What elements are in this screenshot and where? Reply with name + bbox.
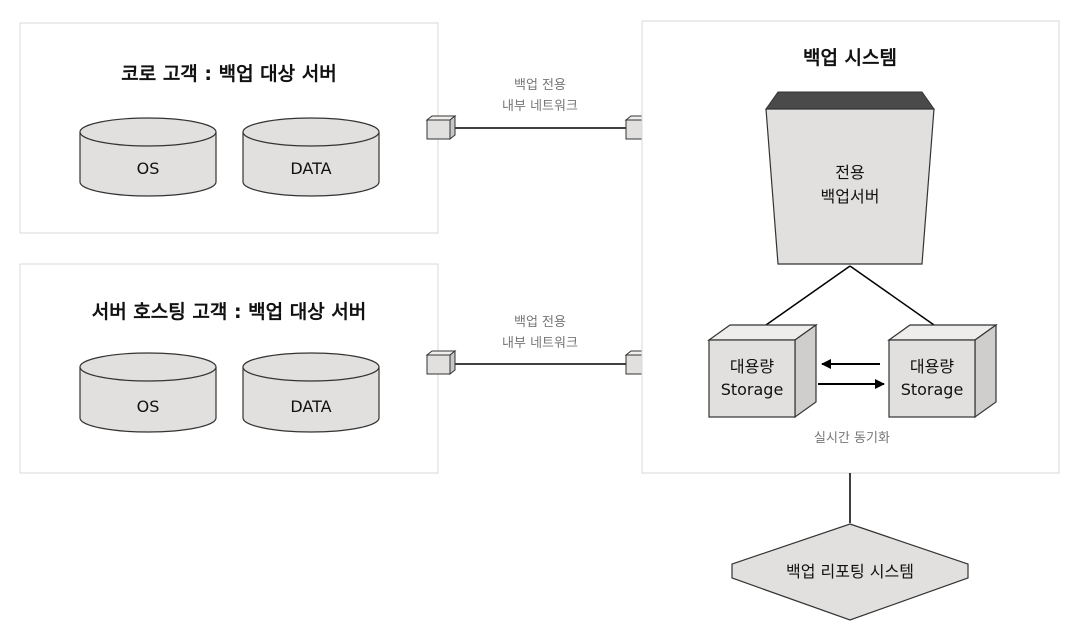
backup-system-title: 백업 시스템 xyxy=(803,47,897,69)
data-disk: DATA xyxy=(242,352,380,433)
network-port-left xyxy=(425,114,457,141)
network-label-line2: 내부 네트워크 xyxy=(502,99,578,114)
network-label-line1: 백업 전용 xyxy=(514,315,566,330)
hosting-panel-title: 서버 호스팅 고객 : 백업 대상 서버 xyxy=(92,301,367,323)
colo-panel: 코로 고객 : 백업 대상 서버 OS DATA xyxy=(19,22,439,234)
backup-server: 전용 백업서버 xyxy=(765,91,935,265)
server-body xyxy=(765,108,935,265)
storage-label-line2: Storage xyxy=(901,380,964,399)
server-storage-link xyxy=(849,265,935,326)
disk-label: DATA xyxy=(290,397,331,416)
disk-label: DATA xyxy=(290,159,331,178)
data-disk: DATA xyxy=(242,117,380,197)
network-label-line1: 백업 전용 xyxy=(514,78,566,93)
network-port-left xyxy=(425,349,457,376)
network-link-1: 백업 전용 내부 네트워크 xyxy=(425,78,656,141)
disk-label: OS xyxy=(137,159,160,178)
backup-system-panel: 백업 시스템 전용 백업서버 대용량 Storage 대용량 Storage xyxy=(641,20,1060,474)
os-disk: OS xyxy=(79,117,217,197)
storage-label-line2: Storage xyxy=(721,380,784,399)
disk-label: OS xyxy=(137,397,160,416)
server-storage-link xyxy=(765,265,851,326)
sync-label: 실시간 동기화 xyxy=(814,431,890,446)
network-link-2: 백업 전용 내부 네트워크 xyxy=(425,315,656,376)
colo-panel-title: 코로 고객 : 백업 대상 서버 xyxy=(121,63,336,85)
storage-label-line1: 대용량 xyxy=(910,357,954,376)
network-label-line2: 내부 네트워크 xyxy=(502,336,578,351)
storage-left: 대용량 Storage xyxy=(707,323,818,419)
hosting-panel: 서버 호스팅 고객 : 백업 대상 서버 OS DATA xyxy=(19,263,439,474)
os-disk: OS xyxy=(79,352,217,433)
server-top xyxy=(765,91,935,110)
reporting-system: 백업 리포팅 시스템 xyxy=(731,523,969,621)
reporting-label: 백업 리포팅 시스템 xyxy=(786,562,914,581)
reporting-shape xyxy=(731,523,969,621)
server-label-line2: 백업서버 xyxy=(821,187,880,206)
storage-label-line1: 대용량 xyxy=(730,357,774,376)
server-label-line1: 전용 xyxy=(835,163,864,182)
storage-right: 대용량 Storage xyxy=(887,323,998,419)
